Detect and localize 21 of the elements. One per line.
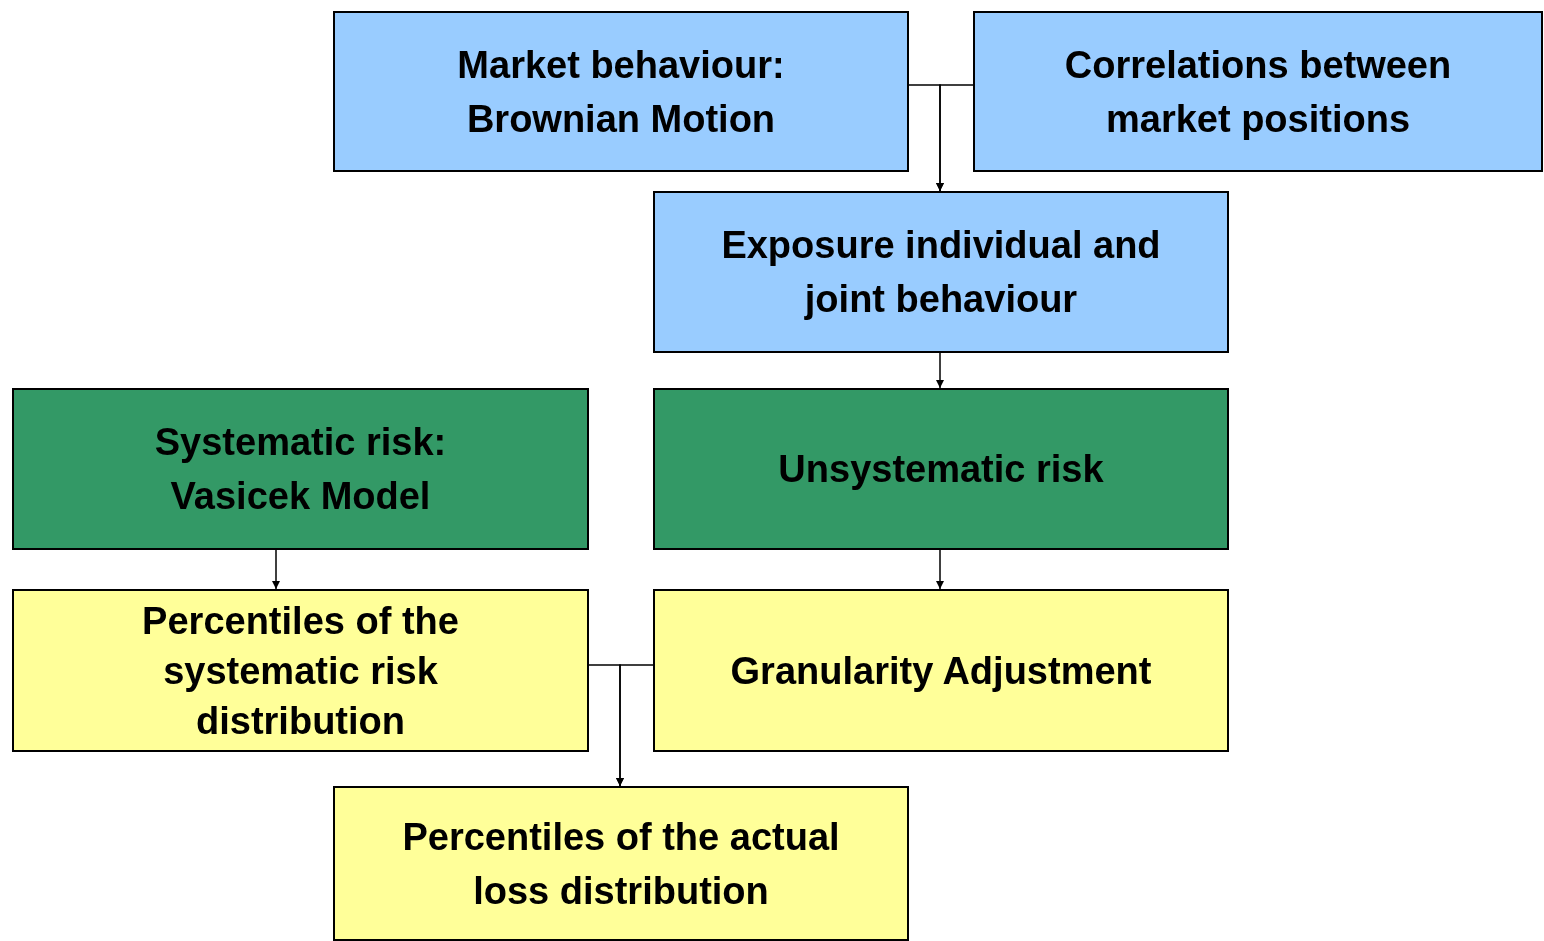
risk-box [12,388,589,550]
arrow [936,549,944,590]
input-box [973,11,1543,172]
box-label: Correlations between market positions [1063,42,1453,142]
box-label: Percentiles of the systematic risk distribution [141,598,460,744]
result-box [333,786,909,941]
input-box [333,11,909,172]
arrow [936,352,944,389]
result-box [12,589,589,752]
arrow [272,549,280,590]
box-label: Market behaviour: Brownian Motion [456,42,786,142]
risk-box [653,388,1229,550]
box-label: Unsystematic risk [777,447,1105,492]
box-label: Exposure individual and joint behaviour [720,223,1162,322]
input-box [653,191,1229,353]
box-label: Systematic risk: Vasicek Model [153,420,448,519]
arrow [936,84,974,192]
arrow [616,664,654,787]
result-box [653,589,1229,752]
box-label: Percentiles of the actual loss distribution [401,814,841,914]
box-label: Granularity Adjustment [729,648,1153,694]
